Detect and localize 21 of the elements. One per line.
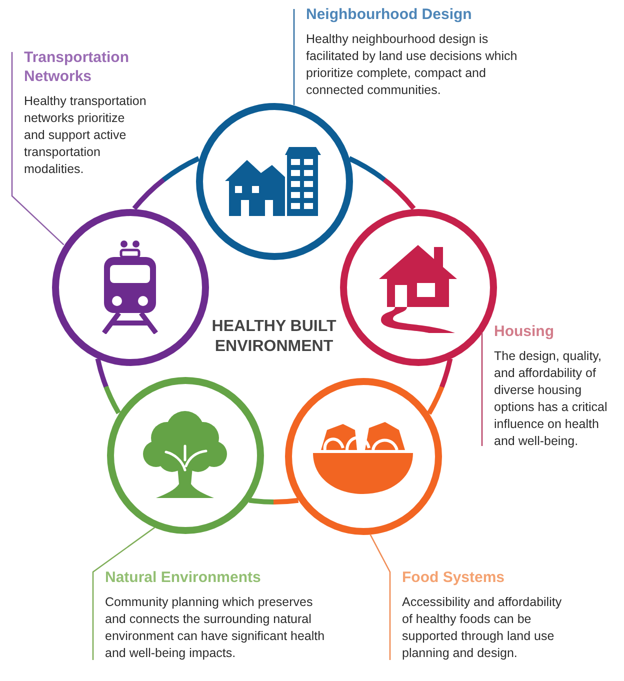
section-description: Community planning which preserves and connects the surrounding natural environment can have significant health and well-being impacts. xyxy=(105,594,326,662)
section-heading: Housing xyxy=(494,322,555,341)
section-description: Accessibility and affordability of healthy foods can be supported through land use planning and design. xyxy=(402,594,563,662)
leader-line xyxy=(92,526,156,660)
section-heading: Neighbourhood Design xyxy=(306,5,473,24)
diagram-title: HEALTHY BUILT ENVIRONMENT xyxy=(210,317,338,357)
ring-arc xyxy=(426,358,453,415)
section-heading: Transportation Networks xyxy=(24,48,130,86)
ring-arc xyxy=(348,156,416,210)
section-description: Healthy neighbourhood design is facilitated by land use decisions which prioritize complete, compact and connected communities. xyxy=(306,31,518,99)
ring-arc xyxy=(95,358,121,414)
section-description: The design, quality, and affordability of diverse housing options has a critical influence on health and well-being. xyxy=(494,348,608,450)
leader-line xyxy=(293,9,295,106)
section-heading: Food Systems xyxy=(402,568,506,587)
ring-arc xyxy=(132,156,200,210)
section-description: Healthy transportation networks prioritize and support active transportation modalities. xyxy=(24,93,148,178)
leader-line xyxy=(481,332,483,446)
leader-line xyxy=(11,52,64,246)
leader-line xyxy=(370,534,391,660)
ring-arc xyxy=(248,498,298,504)
section-heading: Natural Environments xyxy=(105,568,262,587)
